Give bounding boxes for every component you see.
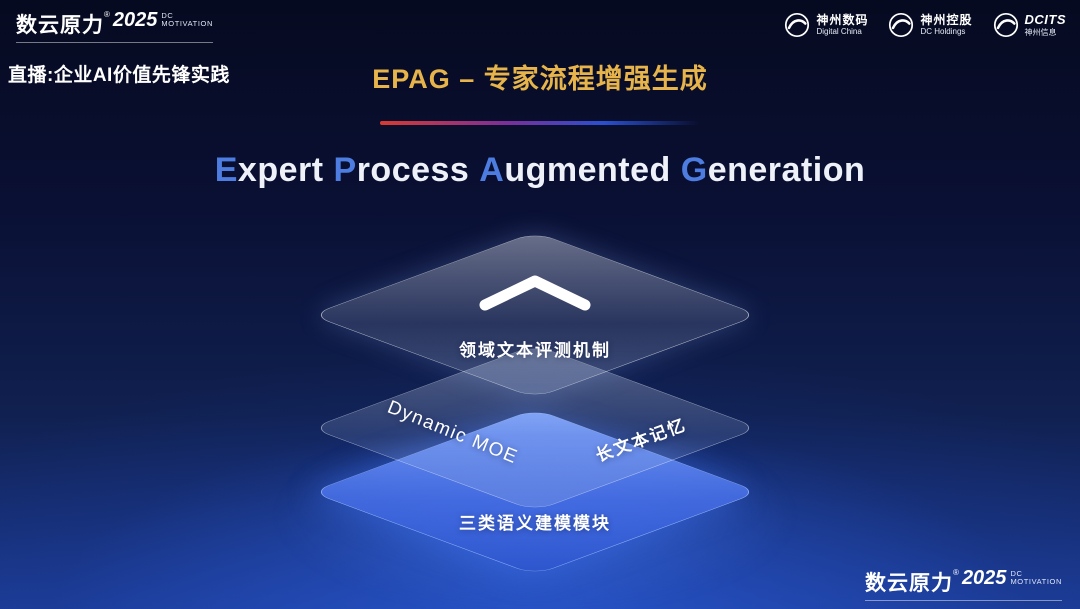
brand-tagline-line1: DC bbox=[161, 11, 174, 20]
partner-dc-holdings: 神州控股 DC Holdings bbox=[888, 12, 972, 38]
partner-name: 神州数码 bbox=[816, 12, 869, 27]
partner-text: 神州控股 DC Holdings bbox=[920, 12, 973, 37]
top-layer-label: 领域文本评测机制 bbox=[459, 341, 611, 360]
top-layer-panel bbox=[310, 231, 760, 399]
brand-tagline-line2: MOTIVATION bbox=[1010, 577, 1062, 587]
swoosh-circle-icon bbox=[785, 12, 810, 38]
brand-name: 数云原力 bbox=[16, 14, 104, 37]
slide-title: EPAG – 专家流程增强生成 bbox=[372, 64, 708, 94]
partner-subtitle: DC Holdings bbox=[920, 27, 966, 37]
brand-year: 2025 bbox=[961, 567, 1007, 589]
partner-subtitle: 神州信息 bbox=[1024, 27, 1057, 37]
english-title-rest-p: rocess bbox=[356, 151, 470, 189]
english-title-cap-e: E bbox=[214, 151, 238, 189]
english-title-rest-e: xpert bbox=[237, 151, 324, 189]
partner-text: 神州数码 Digital China bbox=[816, 12, 869, 37]
partner-digital-china: 神州数码 Digital China bbox=[784, 12, 868, 38]
gradient-divider bbox=[380, 121, 700, 125]
partner-logos: 神州数码 Digital China 神州控股 DC Holdings DCIT… bbox=[784, 12, 1066, 38]
english-title-rest-a: ugmented bbox=[504, 151, 671, 189]
brand-logo-bottom-right: 数云原力 ® 2025 DC MOTIVATION bbox=[865, 567, 1062, 601]
chevron-up-icon bbox=[479, 275, 591, 311]
partner-name: DCITS bbox=[1024, 11, 1066, 27]
swoosh-circle-icon bbox=[889, 12, 914, 38]
english-title-cap-g: G bbox=[680, 151, 708, 189]
brand-tagline: DC MOTIVATION bbox=[161, 11, 213, 29]
registered-mark: ® bbox=[104, 10, 110, 19]
brand-tagline: DC MOTIVATION bbox=[1010, 569, 1062, 587]
partner-dcits: DCITS 神州信息 bbox=[993, 12, 1067, 38]
brand-year: 2025 bbox=[112, 9, 158, 31]
brand-tagline-line2: MOTIVATION bbox=[161, 19, 213, 29]
english-title: Expert Process Augmented Generation bbox=[0, 151, 1080, 190]
registered-mark: ® bbox=[953, 568, 959, 577]
brand-name: 数云原力 bbox=[865, 572, 954, 595]
english-title-rest-g: eneration bbox=[707, 151, 866, 189]
bottom-layer-label: 三类语义建模模块 bbox=[459, 514, 611, 533]
live-stream-label: 直播:企业AI价值先锋实践 bbox=[8, 65, 230, 86]
partner-subtitle: Digital China bbox=[816, 27, 862, 37]
partner-name: 神州控股 bbox=[920, 12, 973, 27]
english-title-cap-a: A bbox=[479, 151, 505, 189]
brand-logo-top-left: 数云原力 ® 2025 DC MOTIVATION bbox=[16, 9, 213, 43]
english-title-cap-p: P bbox=[333, 151, 357, 189]
partner-text: DCITS 神州信息 bbox=[1024, 11, 1067, 37]
swoosh-circle-icon bbox=[993, 12, 1018, 38]
brand-tagline-line1: DC bbox=[1010, 569, 1023, 578]
